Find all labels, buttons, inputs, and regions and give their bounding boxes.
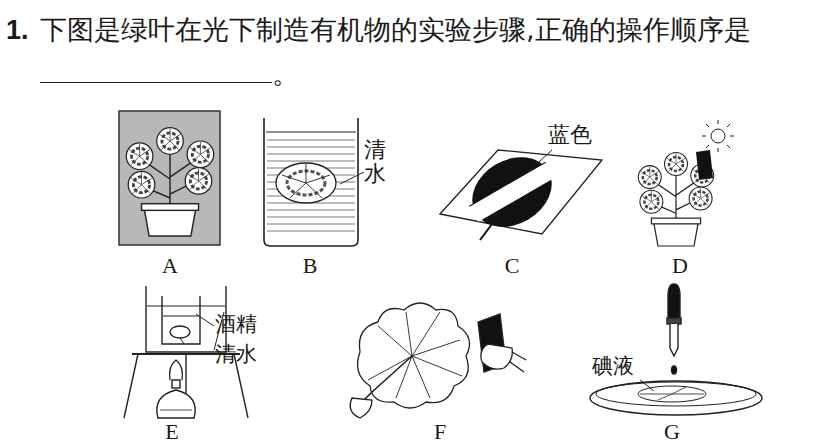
color-label: 蓝色 (548, 120, 592, 150)
question-punct: 。 (272, 58, 299, 89)
liquid-label: 清水 (364, 138, 386, 186)
step-letter: D (672, 253, 688, 279)
liquid-label: 酒精 (215, 310, 257, 338)
step-letter: A (162, 253, 178, 279)
step-letter: F (434, 419, 446, 445)
question-title: 下图是绿叶在光下制造有机物的实验步骤,正确的操作顺序是 (40, 14, 751, 45)
answer-blank (40, 54, 272, 83)
reagent-label: 碘液 (592, 352, 634, 380)
step-letter: G (664, 419, 680, 445)
question-text: 下图是绿叶在光下制造有机物的实验步骤,正确的操作顺序是。 (40, 8, 780, 96)
liquid-label: 清水 (215, 340, 257, 368)
step-letter: B (303, 253, 318, 279)
question-number: 1. (6, 8, 29, 52)
step-letter: C (505, 253, 520, 279)
step-letter: E (165, 419, 178, 445)
